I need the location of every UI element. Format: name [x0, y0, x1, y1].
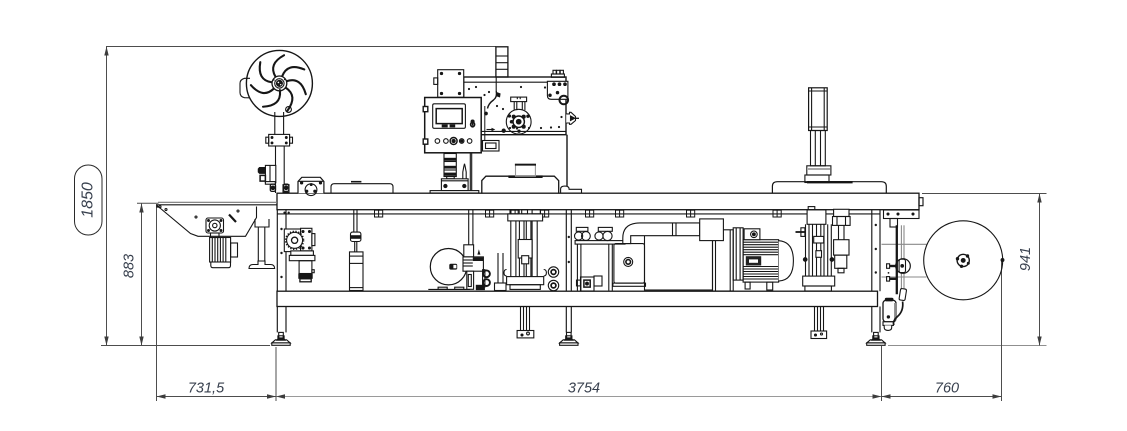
svg-text:731,5: 731,5 — [188, 381, 225, 397]
svg-text:1850: 1850 — [80, 182, 97, 218]
svg-text:883: 883 — [122, 254, 138, 278]
svg-text:760: 760 — [935, 381, 959, 397]
svg-text:3754: 3754 — [568, 381, 600, 397]
svg-text:941: 941 — [1018, 247, 1034, 271]
